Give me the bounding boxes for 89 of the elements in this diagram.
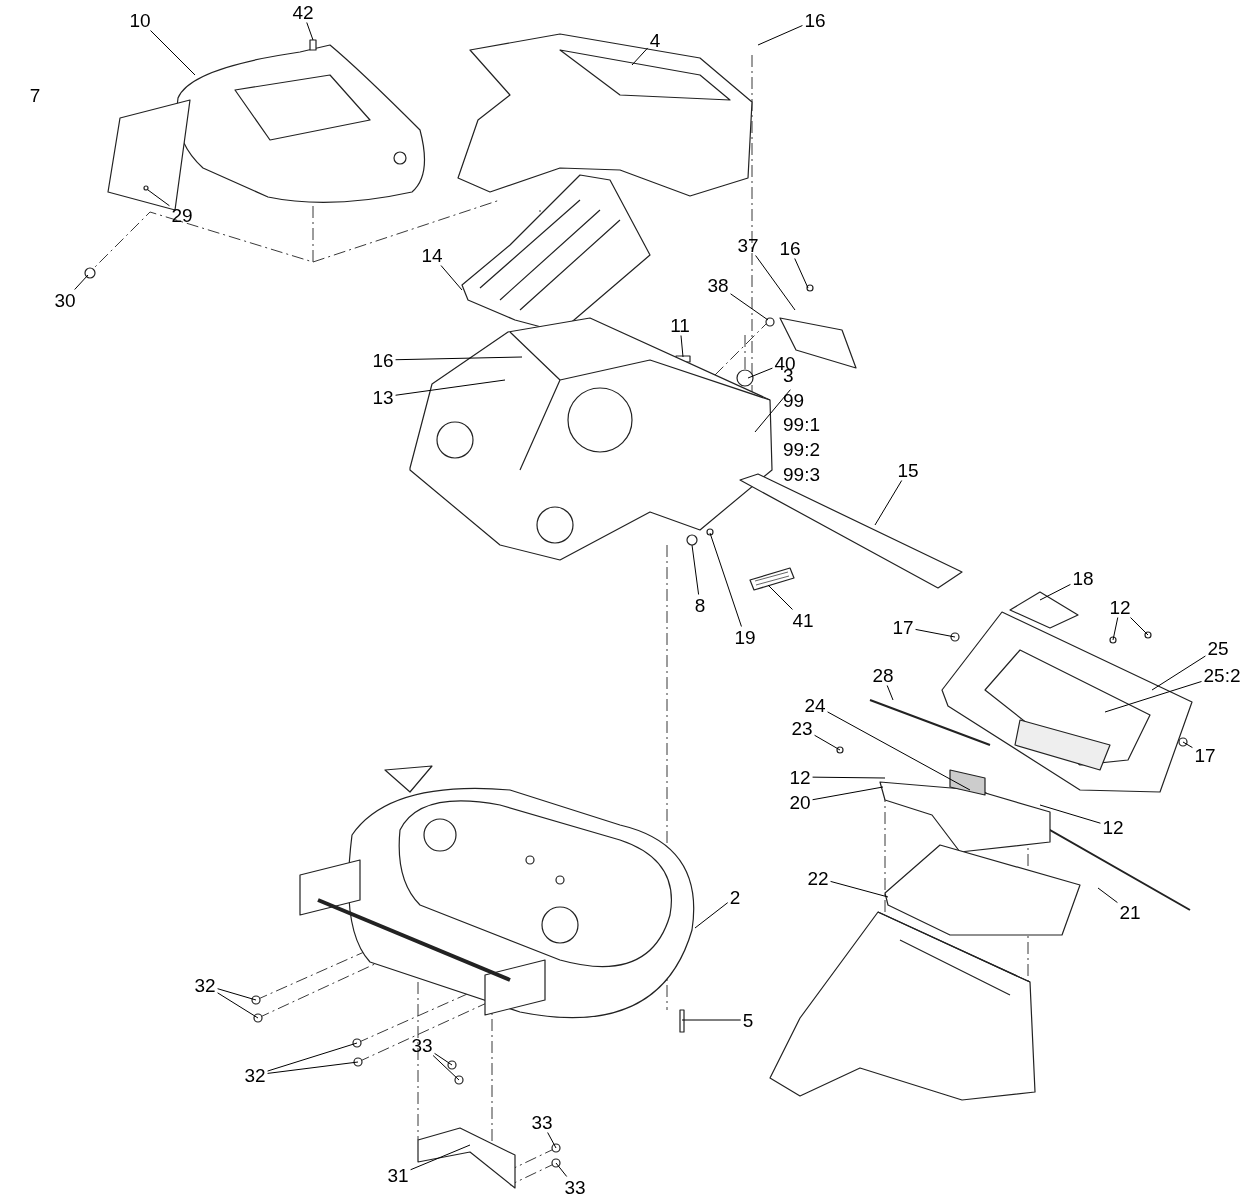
callout-number: 16 bbox=[779, 238, 801, 258]
leader-line bbox=[680, 335, 684, 358]
leader-line bbox=[150, 30, 196, 76]
callout-number: 42 bbox=[292, 2, 314, 22]
callout-number: 5 bbox=[742, 1010, 754, 1030]
callout-number: 16 bbox=[804, 10, 826, 30]
callout-number: 25:2 bbox=[1203, 665, 1241, 685]
leader-line bbox=[812, 776, 886, 779]
leader-line bbox=[432, 1055, 460, 1081]
leader-line bbox=[827, 711, 971, 791]
leader-line bbox=[1039, 583, 1071, 601]
callout-number: 41 bbox=[792, 610, 814, 630]
leader-line bbox=[814, 734, 841, 751]
callout-number: 2 bbox=[729, 887, 741, 907]
leader-line bbox=[767, 584, 793, 610]
callout-number: 99:3 bbox=[783, 462, 820, 487]
callout-number: 13 bbox=[372, 387, 394, 407]
leader-line bbox=[830, 880, 889, 898]
callout-number: 28 bbox=[872, 665, 894, 685]
callout-number: 7 bbox=[29, 85, 41, 105]
callout-number: 20 bbox=[789, 792, 811, 812]
callout-number: 25 bbox=[1207, 638, 1229, 658]
leader-line bbox=[555, 1162, 568, 1177]
leader-line bbox=[1151, 655, 1206, 691]
leader-line bbox=[681, 1019, 742, 1021]
leader-line bbox=[267, 1042, 358, 1072]
leader-line bbox=[217, 992, 259, 1019]
leader-line bbox=[794, 258, 809, 289]
leader-line bbox=[1039, 804, 1101, 824]
leader-line bbox=[874, 480, 903, 526]
callout-number: 99 bbox=[783, 388, 806, 413]
leader-line bbox=[812, 786, 884, 801]
leader-line bbox=[147, 189, 170, 207]
callout-number: 24 bbox=[804, 695, 826, 715]
leader-line bbox=[886, 685, 894, 701]
callout-number: 99:2 bbox=[783, 438, 820, 463]
callout-number: 16 bbox=[372, 350, 394, 370]
leader-line bbox=[1104, 681, 1202, 713]
leader-line bbox=[547, 1132, 557, 1149]
callout-number: 33 bbox=[531, 1112, 553, 1132]
leader-line bbox=[631, 47, 649, 66]
callout-number: 22 bbox=[807, 868, 829, 888]
callout-number: 31 bbox=[387, 1165, 409, 1185]
callout-number: 32 bbox=[244, 1065, 266, 1085]
leader-line bbox=[730, 293, 769, 321]
callout-number: 30 bbox=[54, 290, 76, 310]
callout-number: 11 bbox=[670, 315, 690, 335]
leader-line bbox=[747, 367, 773, 379]
callout-number: 99:1 bbox=[783, 413, 820, 438]
callout-number: 8 bbox=[694, 595, 706, 615]
leader-line bbox=[1130, 617, 1149, 636]
callout-number: 17 bbox=[1194, 745, 1216, 765]
callout-number: 19 bbox=[734, 627, 756, 647]
callout-number: 29 bbox=[171, 205, 193, 225]
leader-line bbox=[915, 628, 956, 638]
leader-line bbox=[410, 1144, 471, 1171]
leader-line bbox=[395, 356, 523, 361]
leader-line bbox=[306, 22, 314, 41]
leader-line bbox=[217, 988, 257, 1001]
leader-line bbox=[755, 255, 796, 311]
callout-number: 12 bbox=[1109, 597, 1131, 617]
leader-line bbox=[754, 389, 791, 433]
callout-number: 4 bbox=[649, 30, 661, 50]
leader-line bbox=[757, 25, 803, 46]
leader-line bbox=[694, 902, 729, 929]
leader-line bbox=[1112, 617, 1119, 641]
leader-line bbox=[434, 1052, 453, 1066]
leader-line bbox=[709, 532, 742, 627]
callout-number: 15 bbox=[897, 460, 919, 480]
callout-number: 12 bbox=[1102, 817, 1124, 837]
leader-line bbox=[691, 544, 700, 595]
callout-number: 33 bbox=[564, 1177, 586, 1197]
callout-number: 17 bbox=[892, 617, 914, 637]
leader-line bbox=[440, 265, 463, 291]
callout-number: 14 bbox=[421, 245, 443, 265]
leader-line bbox=[74, 274, 89, 290]
callout-number: 10 bbox=[129, 10, 151, 30]
callout-number: 32 bbox=[194, 975, 216, 995]
callout-number: 21 bbox=[1119, 902, 1141, 922]
callout-number: 23 bbox=[791, 718, 813, 738]
leader-line bbox=[1182, 741, 1193, 749]
callout-number: 18 bbox=[1072, 568, 1094, 588]
callout-number: 33 bbox=[411, 1035, 433, 1055]
callout-number: 12 bbox=[789, 767, 811, 787]
leader-line bbox=[267, 1061, 359, 1074]
leader-line bbox=[395, 379, 506, 396]
callout-number: 38 bbox=[707, 275, 729, 295]
callout-number: 37 bbox=[737, 235, 759, 255]
leader-line bbox=[1097, 887, 1118, 904]
